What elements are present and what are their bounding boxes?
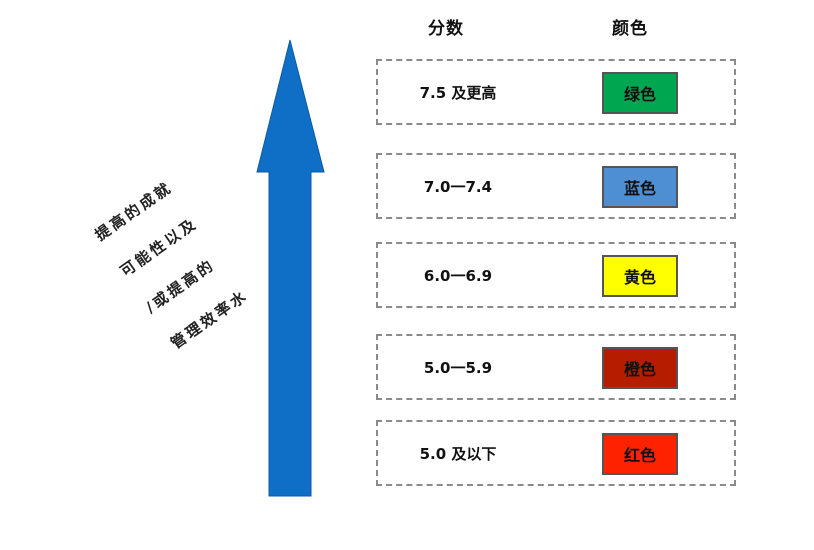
score-range: 6.0一6.9 [423, 266, 493, 285]
color-label: 蓝色 [623, 179, 656, 198]
color-label: 绿色 [623, 85, 656, 104]
score-column-header: 分数 [428, 19, 464, 39]
score-range: 7.5 及更高 [419, 83, 497, 102]
color-swatch-orange: 橙色 [602, 347, 678, 389]
color-swatch-green: 绿色 [602, 72, 678, 114]
score-range: 5.0一5.9 [423, 358, 493, 377]
score-range: 7.0一7.4 [423, 177, 493, 196]
color-label: 红色 [623, 446, 656, 465]
color-column-header: 颜色 [612, 19, 648, 39]
color-swatch-blue: 蓝色 [602, 166, 678, 208]
score-row-red: 5.0 及以下 红色 [376, 420, 736, 486]
color-swatch-red: 红色 [602, 433, 678, 475]
score-row-green: 7.5 及更高 绿色 [376, 59, 736, 125]
score-row-blue: 7.0一7.4 蓝色 [376, 153, 736, 219]
score-range: 5.0 及以下 [419, 444, 497, 463]
score-row-yellow: 6.0一6.9 黄色 [376, 242, 736, 308]
score-row-orange: 5.0一5.9 橙色 [376, 334, 736, 400]
color-swatch-yellow: 黄色 [602, 255, 678, 297]
arrow-side-caption: 提高的成就 可能性以及 /或提高的 管理效率水 [78, 90, 364, 373]
color-label: 橙色 [623, 360, 656, 379]
color-label: 黄色 [623, 268, 656, 287]
